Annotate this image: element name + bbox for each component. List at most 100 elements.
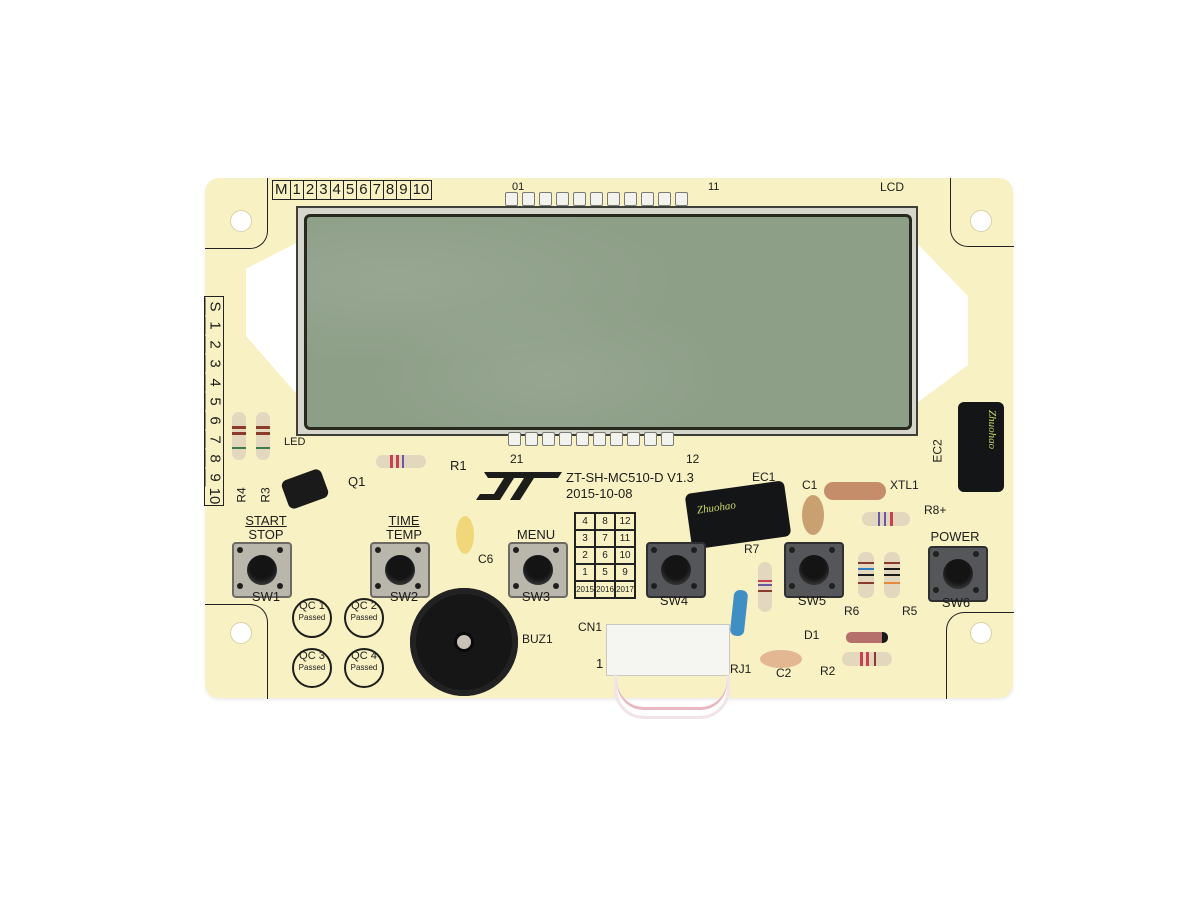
strip-cell: 3 <box>204 354 224 373</box>
connector-cn1 <box>606 624 730 676</box>
lcd-pin <box>522 192 535 206</box>
mounting-hole-bottom-right <box>970 622 992 644</box>
lcd-pin <box>525 432 538 446</box>
strip-cell: 2 <box>204 335 224 354</box>
button-cap[interactable] <box>523 555 553 585</box>
grid-cell: 12 <box>615 513 635 530</box>
zt-logo-icon <box>474 470 564 507</box>
strip-cell: 7 <box>204 430 224 449</box>
button-cap[interactable] <box>661 555 691 585</box>
q1-label: Q1 <box>348 474 366 489</box>
sw4-button[interactable] <box>646 542 706 598</box>
button-cap[interactable] <box>385 555 415 585</box>
r4-label: R4 <box>234 487 249 503</box>
grid-cell: 2017 <box>615 581 635 598</box>
menu-button[interactable] <box>508 542 568 598</box>
lcd-pin <box>593 432 606 446</box>
lcd-pin <box>556 192 569 206</box>
qc-status: Passed <box>350 663 378 672</box>
lcd-pin <box>542 432 555 446</box>
strip-cell: 5 <box>204 392 224 411</box>
grid-cell: 4 <box>575 513 595 530</box>
qc-title: QC 3 <box>299 650 325 662</box>
button-cap[interactable] <box>247 555 277 585</box>
cn1-pin1-label: 1 <box>596 656 604 671</box>
strip-cell: 3 <box>317 181 331 199</box>
button-cap[interactable] <box>943 559 973 589</box>
strip-cell: 8 <box>384 181 398 199</box>
lcd-bottom-pins <box>508 432 674 446</box>
strip-cell: 6 <box>204 411 224 430</box>
strip-cell: 9 <box>204 468 224 487</box>
xtl1-label: XTL1 <box>890 478 919 492</box>
lcd-pin <box>675 192 688 206</box>
c2-label: C2 <box>776 666 792 680</box>
resistor-r3 <box>256 412 270 460</box>
sw3-label-top: MENU <box>516 527 556 542</box>
sw5-button[interactable] <box>784 542 844 598</box>
capacitor-c6 <box>456 516 474 554</box>
sw6-label-top: POWER <box>930 529 980 544</box>
lcd-pin <box>624 192 637 206</box>
buzzer-hole <box>454 632 474 652</box>
c1-label: C1 <box>802 478 818 492</box>
cn1-label: CN1 <box>578 620 603 634</box>
button-cap[interactable] <box>799 555 829 585</box>
lcd-pin <box>607 192 620 206</box>
time-temp-button[interactable] <box>370 542 430 598</box>
grid-cell: 3 <box>575 530 595 547</box>
lcd-pin-label: 21 <box>510 452 524 466</box>
wire-harness <box>614 674 730 719</box>
lcd-pin <box>661 432 674 446</box>
mounting-hole-top-left <box>230 210 252 232</box>
sw3-designator: SW3 <box>521 589 551 604</box>
lcd-pin-label: 01 <box>512 181 525 193</box>
strip-cell: 9 <box>397 181 411 199</box>
board-model-text: ZT-SH-MC510-D V1.3 <box>566 470 694 485</box>
qc-status: Passed <box>350 613 378 622</box>
mounting-hole-top-right <box>970 210 992 232</box>
lcd-display <box>304 214 912 430</box>
grid-cell: 2016 <box>595 581 615 598</box>
sw2-label-top: TIME <box>388 513 420 528</box>
r1-label: R1 <box>450 458 467 473</box>
strip-cell: 7 <box>371 181 384 199</box>
lcd-pin <box>590 192 603 206</box>
ec2-label: EC2 <box>930 439 945 463</box>
grid-cell: 1 <box>575 564 595 581</box>
resistor-r6 <box>858 552 874 598</box>
strip-cell: 4 <box>204 373 224 392</box>
side-number-strip: S 1 2 3 4 5 6 7 8 9 10 <box>204 296 224 506</box>
lcd-pin <box>641 192 654 206</box>
grid-cell: 11 <box>615 530 635 547</box>
strip-cell: 6 <box>357 181 371 199</box>
start-stop-button[interactable] <box>232 542 292 598</box>
grid-cell: 6 <box>595 547 615 564</box>
lcd-pin <box>658 192 671 206</box>
date-code-grid: 4 8 12 3 7 11 2 6 10 1 5 9 2015 2016 201… <box>574 512 636 599</box>
capacitor-c2 <box>760 650 802 668</box>
lcd-pin <box>559 432 572 446</box>
resistor-r1 <box>376 455 426 468</box>
lcd-pin-label: 12 <box>686 452 700 466</box>
top-number-strip: M 1 2 3 4 5 6 7 8 9 10 <box>272 180 433 200</box>
r6-label: R6 <box>844 604 860 618</box>
lcd-pin <box>576 432 589 446</box>
sw2-designator: SW2 <box>389 589 419 604</box>
resistor-r7 <box>758 562 772 612</box>
lcd-designator: LCD <box>880 180 905 194</box>
buzzer-buz1 <box>410 588 518 696</box>
d1-label: D1 <box>804 628 820 642</box>
r5-label: R5 <box>902 604 918 618</box>
grid-cell: 8 <box>595 513 615 530</box>
sw1-label-top: START <box>245 513 287 528</box>
sw4-designator: SW4 <box>659 593 689 608</box>
grid-cell: 2 <box>575 547 595 564</box>
sw1-label-bottom: STOP <box>248 527 284 542</box>
power-button[interactable] <box>928 546 988 602</box>
r2-label: R2 <box>820 664 836 678</box>
strip-cell: 1 <box>204 316 224 335</box>
capacitor-ec2: Zhuohao <box>958 402 1004 492</box>
mounting-hole-bottom-left <box>230 622 252 644</box>
